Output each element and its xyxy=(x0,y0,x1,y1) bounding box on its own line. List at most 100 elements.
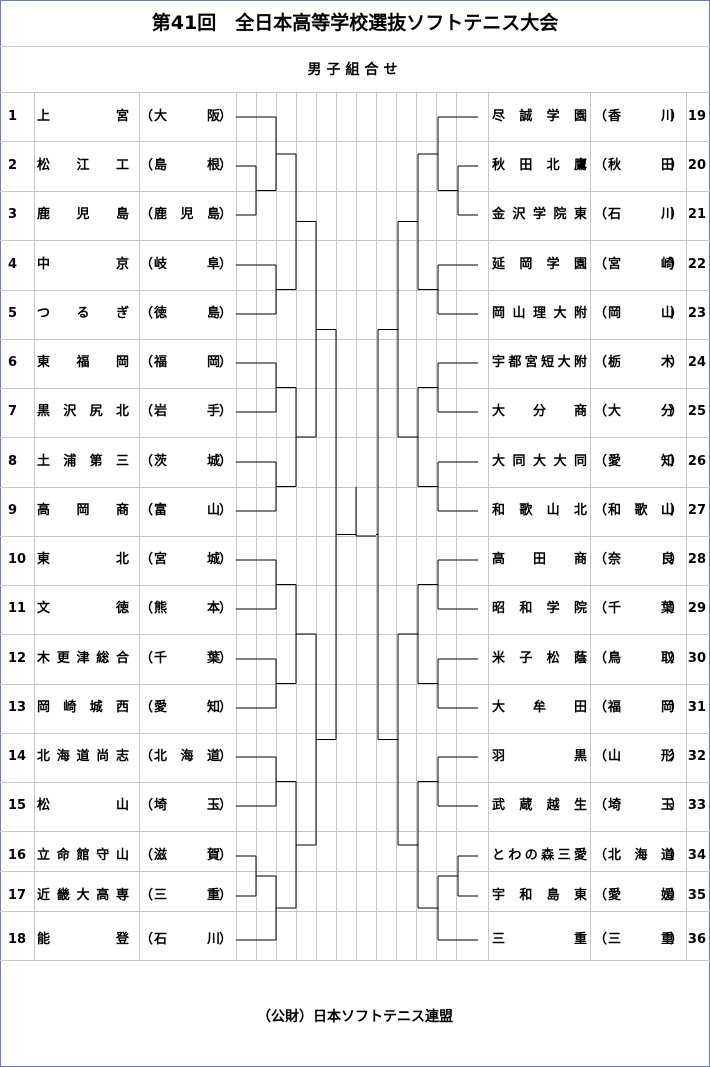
char: 山 xyxy=(115,798,129,813)
char: 院 xyxy=(573,601,587,616)
char: 千 xyxy=(154,651,168,666)
char: 和 xyxy=(519,888,533,903)
char: 根 xyxy=(206,158,220,173)
char: 東 xyxy=(573,207,587,222)
char: 宮 xyxy=(524,355,538,370)
school-name: 岡山理大附 xyxy=(492,303,587,325)
prefecture: 愛知 xyxy=(150,697,224,719)
seed-number: 12 xyxy=(8,651,27,666)
seed-number: 7 xyxy=(8,404,18,419)
char: 愛 xyxy=(608,888,622,903)
char: と xyxy=(492,848,506,863)
school-name: 金沢学院東 xyxy=(492,204,587,226)
char: 鹿 xyxy=(37,207,51,222)
paren: （ xyxy=(594,306,608,321)
char: 蔵 xyxy=(519,798,533,813)
seed-number: 32 xyxy=(687,749,706,764)
seed-number: 10 xyxy=(8,552,27,567)
prefecture: 石川 xyxy=(150,929,224,951)
paren: ） xyxy=(670,109,684,124)
char: 大 xyxy=(608,404,622,419)
grid-line xyxy=(0,46,710,47)
paren: ） xyxy=(670,798,684,813)
seed-number: 13 xyxy=(8,700,27,715)
char: 岡 xyxy=(660,700,674,715)
school-name: 大同大大同 xyxy=(492,451,587,473)
paren: ） xyxy=(219,109,233,124)
char: 秋 xyxy=(492,158,506,173)
char: 西 xyxy=(115,700,129,715)
prefecture: 三重 xyxy=(604,929,678,951)
char: 和 xyxy=(492,503,506,518)
grid-line xyxy=(0,141,710,142)
paren: ） xyxy=(670,207,684,222)
organizer-footer: （公財）日本ソフトテニス連盟 xyxy=(257,1009,453,1025)
grid-line xyxy=(256,92,257,960)
char: 茨 xyxy=(154,454,168,469)
paren: ） xyxy=(219,503,233,518)
char: 北 xyxy=(154,749,168,764)
char: 埼 xyxy=(608,798,622,813)
paren: ） xyxy=(670,601,684,616)
char: 島 xyxy=(546,888,560,903)
char: 学 xyxy=(532,207,546,222)
prefecture: 富山 xyxy=(150,500,224,522)
char: 取 xyxy=(660,651,674,666)
char: 誠 xyxy=(519,109,533,124)
char: 和 xyxy=(519,601,533,616)
seed-number: 28 xyxy=(687,552,706,567)
seed-number: 26 xyxy=(687,454,706,469)
char: 良 xyxy=(660,552,674,567)
grid-line xyxy=(488,92,489,960)
paren: ） xyxy=(219,355,233,370)
char: 上 xyxy=(37,109,51,124)
school-name: 尽誠学園 xyxy=(492,106,587,128)
char: 愛 xyxy=(573,848,587,863)
char: 森 xyxy=(541,848,555,863)
char: 理 xyxy=(532,306,546,321)
char: 宮 xyxy=(608,257,622,272)
char: 形 xyxy=(660,749,674,764)
char: 川 xyxy=(660,207,674,222)
char: 葉 xyxy=(660,601,674,616)
char: 商 xyxy=(115,503,129,518)
prefecture: 岩手 xyxy=(150,401,224,423)
char: 海 xyxy=(56,749,70,764)
grid-line xyxy=(0,634,710,635)
char: 田 xyxy=(519,158,533,173)
school-name: 黒沢尻北 xyxy=(37,401,129,423)
char: 北 xyxy=(546,158,560,173)
paren: （ xyxy=(140,651,154,666)
char: 浦 xyxy=(63,454,77,469)
seed-number: 16 xyxy=(8,848,27,863)
char: 島 xyxy=(206,306,220,321)
seed-number: 34 xyxy=(687,848,706,863)
seed-number: 3 xyxy=(8,207,18,222)
seed-number: 9 xyxy=(8,503,18,518)
paren: （ xyxy=(594,749,608,764)
char: 阜 xyxy=(206,257,220,272)
char: 愛 xyxy=(154,700,168,715)
char: 岡 xyxy=(608,306,622,321)
char: 北 xyxy=(608,848,622,863)
seed-number: 21 xyxy=(687,207,706,222)
prefecture: 大阪 xyxy=(150,106,224,128)
prefecture: 福岡 xyxy=(604,697,678,719)
char: 大 xyxy=(76,888,90,903)
char: 能 xyxy=(37,932,51,947)
char: 三 xyxy=(557,848,571,863)
prefecture: 秋田 xyxy=(604,155,678,177)
paren: （ xyxy=(140,932,154,947)
school-name: 昭和学院 xyxy=(492,598,587,620)
char: 命 xyxy=(56,848,70,863)
char: 沢 xyxy=(512,207,526,222)
char: 津 xyxy=(76,651,90,666)
char: 中 xyxy=(37,257,51,272)
paren: ） xyxy=(670,454,684,469)
char: 手 xyxy=(206,404,220,419)
paren: ） xyxy=(219,932,233,947)
school-name: 宇和島東 xyxy=(492,885,587,907)
char: 山 xyxy=(206,503,220,518)
paren: ） xyxy=(670,355,684,370)
